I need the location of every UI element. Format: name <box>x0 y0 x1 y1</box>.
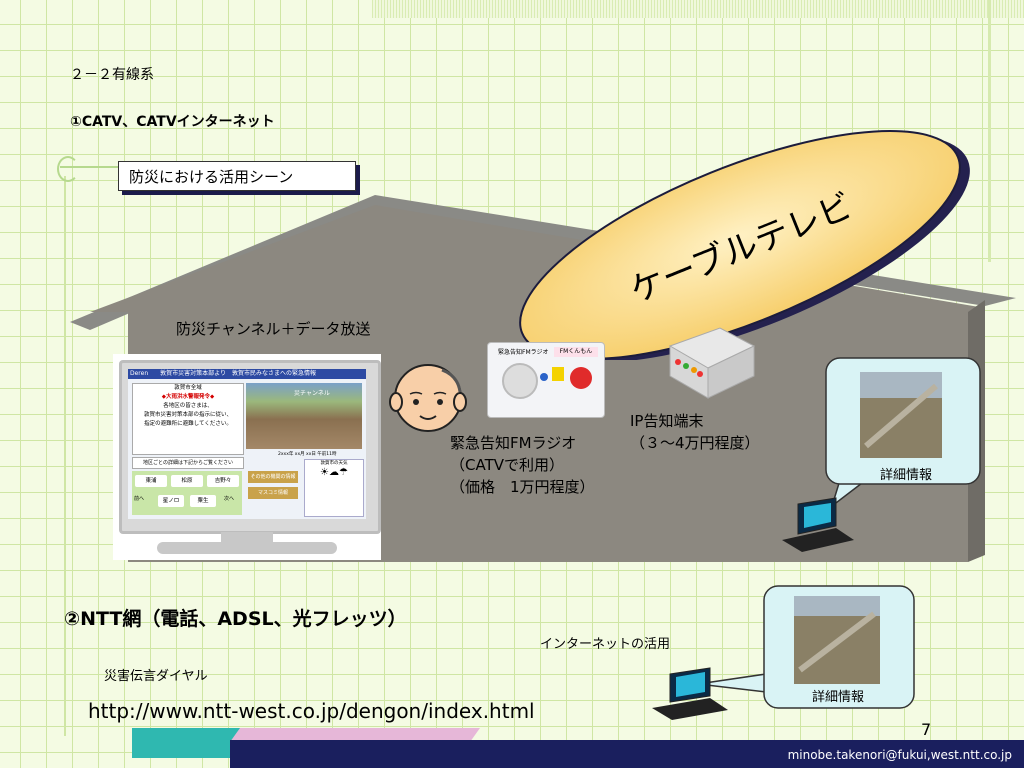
warning-indicator <box>552 367 564 381</box>
tv-nav-next: 次へ <box>224 496 235 502</box>
radio-caption-2: （CATVで利用） <box>450 456 564 474</box>
radio-caption: 緊急告知FMラジオ （CATVで利用） （価格 1万円程度） <box>450 432 595 498</box>
tv-nav-area-b: 粟生 <box>190 495 216 507</box>
radio-caption-3: （価格 1万円程度） <box>450 478 595 496</box>
detail-callout-1 <box>782 357 981 552</box>
footer-bar <box>230 740 1024 768</box>
tv-nav-prev: 前へ <box>134 496 145 502</box>
tv-neck <box>221 532 273 544</box>
tv-stand <box>157 542 337 554</box>
alert-line-3: 各地区の皆さまは、 <box>163 403 213 409</box>
speaker-grille <box>502 363 538 399</box>
weather-icons: ☀☁☂ <box>320 467 348 478</box>
ip-caption-1: IP告知端末 <box>630 412 704 430</box>
ip-caption-2: （３～4万円程度） <box>630 434 760 452</box>
tv-nav-area-a: 星ノロ <box>158 495 184 507</box>
dial-label: 災害伝言ダイヤル <box>104 669 208 684</box>
tv-area-2: 松原 <box>171 475 203 487</box>
internet-use-label: インターネットの活用 <box>540 637 671 652</box>
label-connector-line <box>60 166 120 168</box>
blue-button <box>540 373 548 381</box>
catv-subheading: ①CATV、CATVインターネット <box>70 114 275 130</box>
tv-flood-photo: 災チャンネル <box>246 383 362 449</box>
tv-area-1: 東浦 <box>135 475 167 487</box>
tv-weather-title: 敦賀市の天気 <box>320 461 348 466</box>
cable-tv-ellipse: ケーブルテレビ <box>519 130 970 360</box>
radio-caption-1: 緊急告知FMラジオ <box>450 434 577 452</box>
dengon-url[interactable]: http://www.ntt-west.co.jp/dengon/index.h… <box>88 699 535 723</box>
alert-line-2: ◆大雨洪水警報発令◆ <box>161 394 215 400</box>
elderly-person-icon <box>389 364 467 432</box>
alert-line-4: 敦賀市災害対策本部の指示に従い、 <box>143 412 232 418</box>
tv-date: 2xxx年 xx月 xx日 午前11時 <box>278 452 337 457</box>
right-vertical-line <box>988 0 991 262</box>
ntt-heading: ②NTT網（電話、ADSL、光フレッツ） <box>64 608 407 630</box>
ip-terminal-device <box>668 327 756 399</box>
tv-mascomi: マスコミ情報 <box>248 487 298 499</box>
footer-email: minobe.takenori@fukui,west.ntt.co.jp <box>787 748 1012 762</box>
ip-caption: IP告知端末 （３～4万円程度） <box>630 410 760 454</box>
label-connector-hook <box>57 156 79 182</box>
left-vertical-line <box>64 176 66 736</box>
tv-weather: 敦賀市の天気 ☀☁☂ <box>304 459 364 517</box>
fm-radio-device: 緊急告知FMラジオ FMくんもん <box>487 342 605 418</box>
tv-alert-box: 敦賀市全域 ◆大雨洪水警報発令◆ 各地区の皆さまは、 敦賀市災害対策本部の指示に… <box>132 383 244 455</box>
fm-radio-panel: FMくんもん <box>554 347 598 357</box>
alert-line-1: 敦賀市全域 <box>174 385 202 391</box>
detail-callout-2 <box>652 585 915 720</box>
tv-detail-link: 地区ごとの詳細は下記からご覧ください <box>132 457 244 469</box>
tv-bezel: Deren 敦賀市災害対策本部より 敦賀市民みなさまへの緊急情報 敦賀市全域 ◆… <box>119 360 381 534</box>
footer-pink-band <box>230 728 480 742</box>
scene-label-box: 防災における活用シーン <box>118 161 356 191</box>
detail-label-2[interactable]: 詳細情報 <box>812 690 865 705</box>
tv-image: Deren 敦賀市災害対策本部より 敦賀市民みなさまへの緊急情報 敦賀市全域 ◆… <box>113 354 381 560</box>
alert-line-5: 指定の避難所に避難してください。 <box>144 421 232 427</box>
tv-other-info: その他の機関の情報 <box>248 471 298 483</box>
page-number: 7 <box>921 720 932 739</box>
tv-screen: Deren 敦賀市災害対策本部より 敦賀市民みなさまへの緊急情報 敦賀市全域 ◆… <box>128 369 366 519</box>
channel-label: 防災チャンネル＋データ放送 <box>176 320 371 338</box>
tv-menu: 東浦 松原 吉野々 前へ 星ノロ 粟生 次へ <box>132 471 242 515</box>
red-button <box>570 367 592 389</box>
fm-radio-label: 緊急告知FMラジオ <box>498 349 549 356</box>
tv-topbar: Deren 敦賀市災害対策本部より 敦賀市民みなさまへの緊急情報 <box>128 369 366 379</box>
tv-area-3: 吉野々 <box>207 475 239 487</box>
top-stripe <box>372 0 1024 18</box>
detail-label-1[interactable]: 詳細情報 <box>880 468 933 483</box>
section-heading: ２－２有線系 <box>70 67 154 83</box>
tv-photo-caption: 災チャンネル <box>294 390 330 397</box>
